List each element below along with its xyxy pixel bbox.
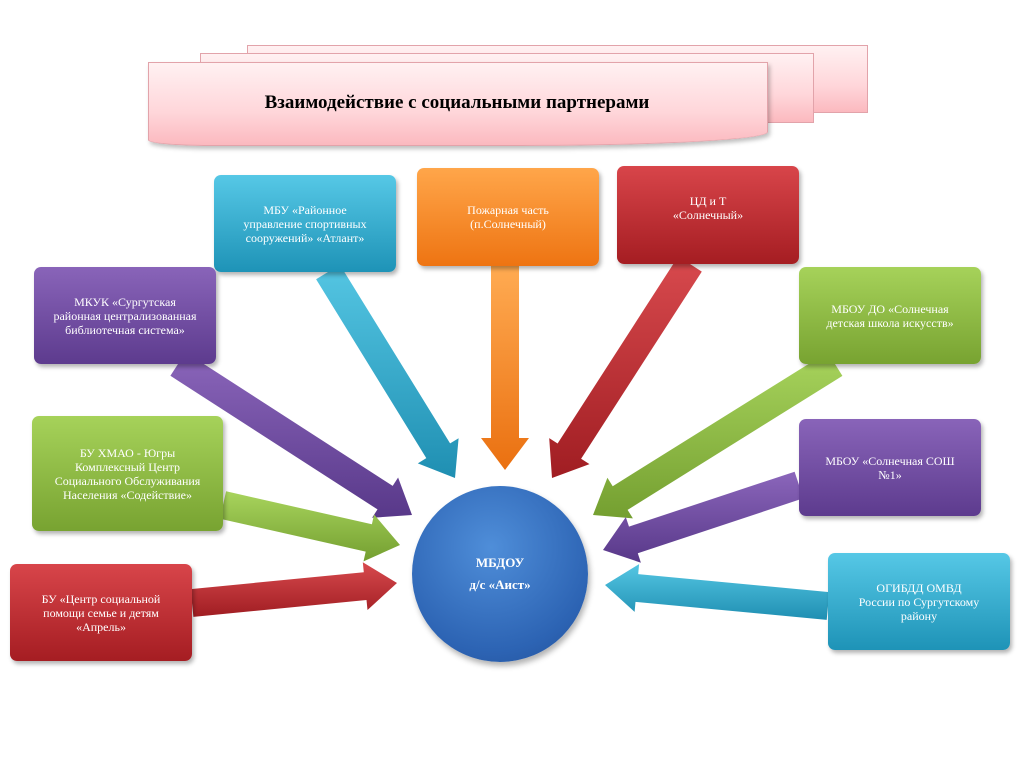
arrow-library	[170, 352, 412, 518]
partner-label: МБУ «Районное управление спортивных соор…	[243, 202, 367, 245]
partner-box-library: МКУК «Сургутская районная централизованн…	[34, 267, 216, 364]
arrow-cdt	[549, 256, 702, 478]
partner-label: Пожарная часть (п.Солнечный)	[467, 203, 549, 231]
arrow-art-school	[593, 352, 843, 519]
center-circle-mbdou: МБДОУ д/с «Аист»	[412, 486, 588, 662]
partner-box-cdt: ЦД и Т «Солнечный»	[617, 166, 799, 264]
partner-label: МБОУ ДО «Солнечная детская школа искусст…	[826, 301, 954, 330]
partner-label: ОГИБДД ОМВД России по Сургутскому району	[858, 580, 980, 623]
arrow-fire-station	[481, 266, 529, 470]
title-banner	[148, 62, 768, 146]
page-title: Взаимодействие с социальными партнерами	[264, 92, 650, 113]
arrow-aprel	[190, 562, 397, 617]
partner-box-fire-station: Пожарная часть (п.Солнечный)	[417, 168, 599, 266]
partner-label: МКУК «Сургутская районная централизованн…	[53, 294, 197, 337]
arrow-sodeystvie	[219, 491, 400, 562]
partner-box-gibdd: ОГИБДД ОМВД России по Сургутскому району	[828, 553, 1010, 650]
arrow-atlant	[316, 264, 459, 478]
center-label-line-2: д/с «Аист»	[469, 577, 531, 592]
partner-label: МБОУ «Солнечная СОШ №1»	[825, 453, 955, 482]
center-label-line-1: МБДОУ	[475, 555, 525, 570]
partner-label: БУ ХМАО - Югры Комплексный Центр Социаль…	[54, 445, 201, 502]
partner-label: ЦД и Т «Солнечный»	[672, 194, 744, 222]
arrow-school-1	[603, 471, 804, 563]
partner-box-sodeystvie: БУ ХМАО - Югры Комплексный Центр Социаль…	[32, 416, 223, 531]
partner-label: БУ «Центр социальной помощи семье и детя…	[41, 591, 161, 634]
partner-box-atlant: МБУ «Районное управление спортивных соор…	[214, 175, 396, 272]
partner-box-art-school: МБОУ ДО «Солнечная детская школа искусст…	[799, 267, 981, 364]
arrow-gibdd	[605, 564, 830, 620]
partner-box-school-1: МБОУ «Солнечная СОШ №1»	[799, 419, 981, 516]
partner-box-aprel: БУ «Центр социальной помощи семье и детя…	[10, 564, 192, 661]
